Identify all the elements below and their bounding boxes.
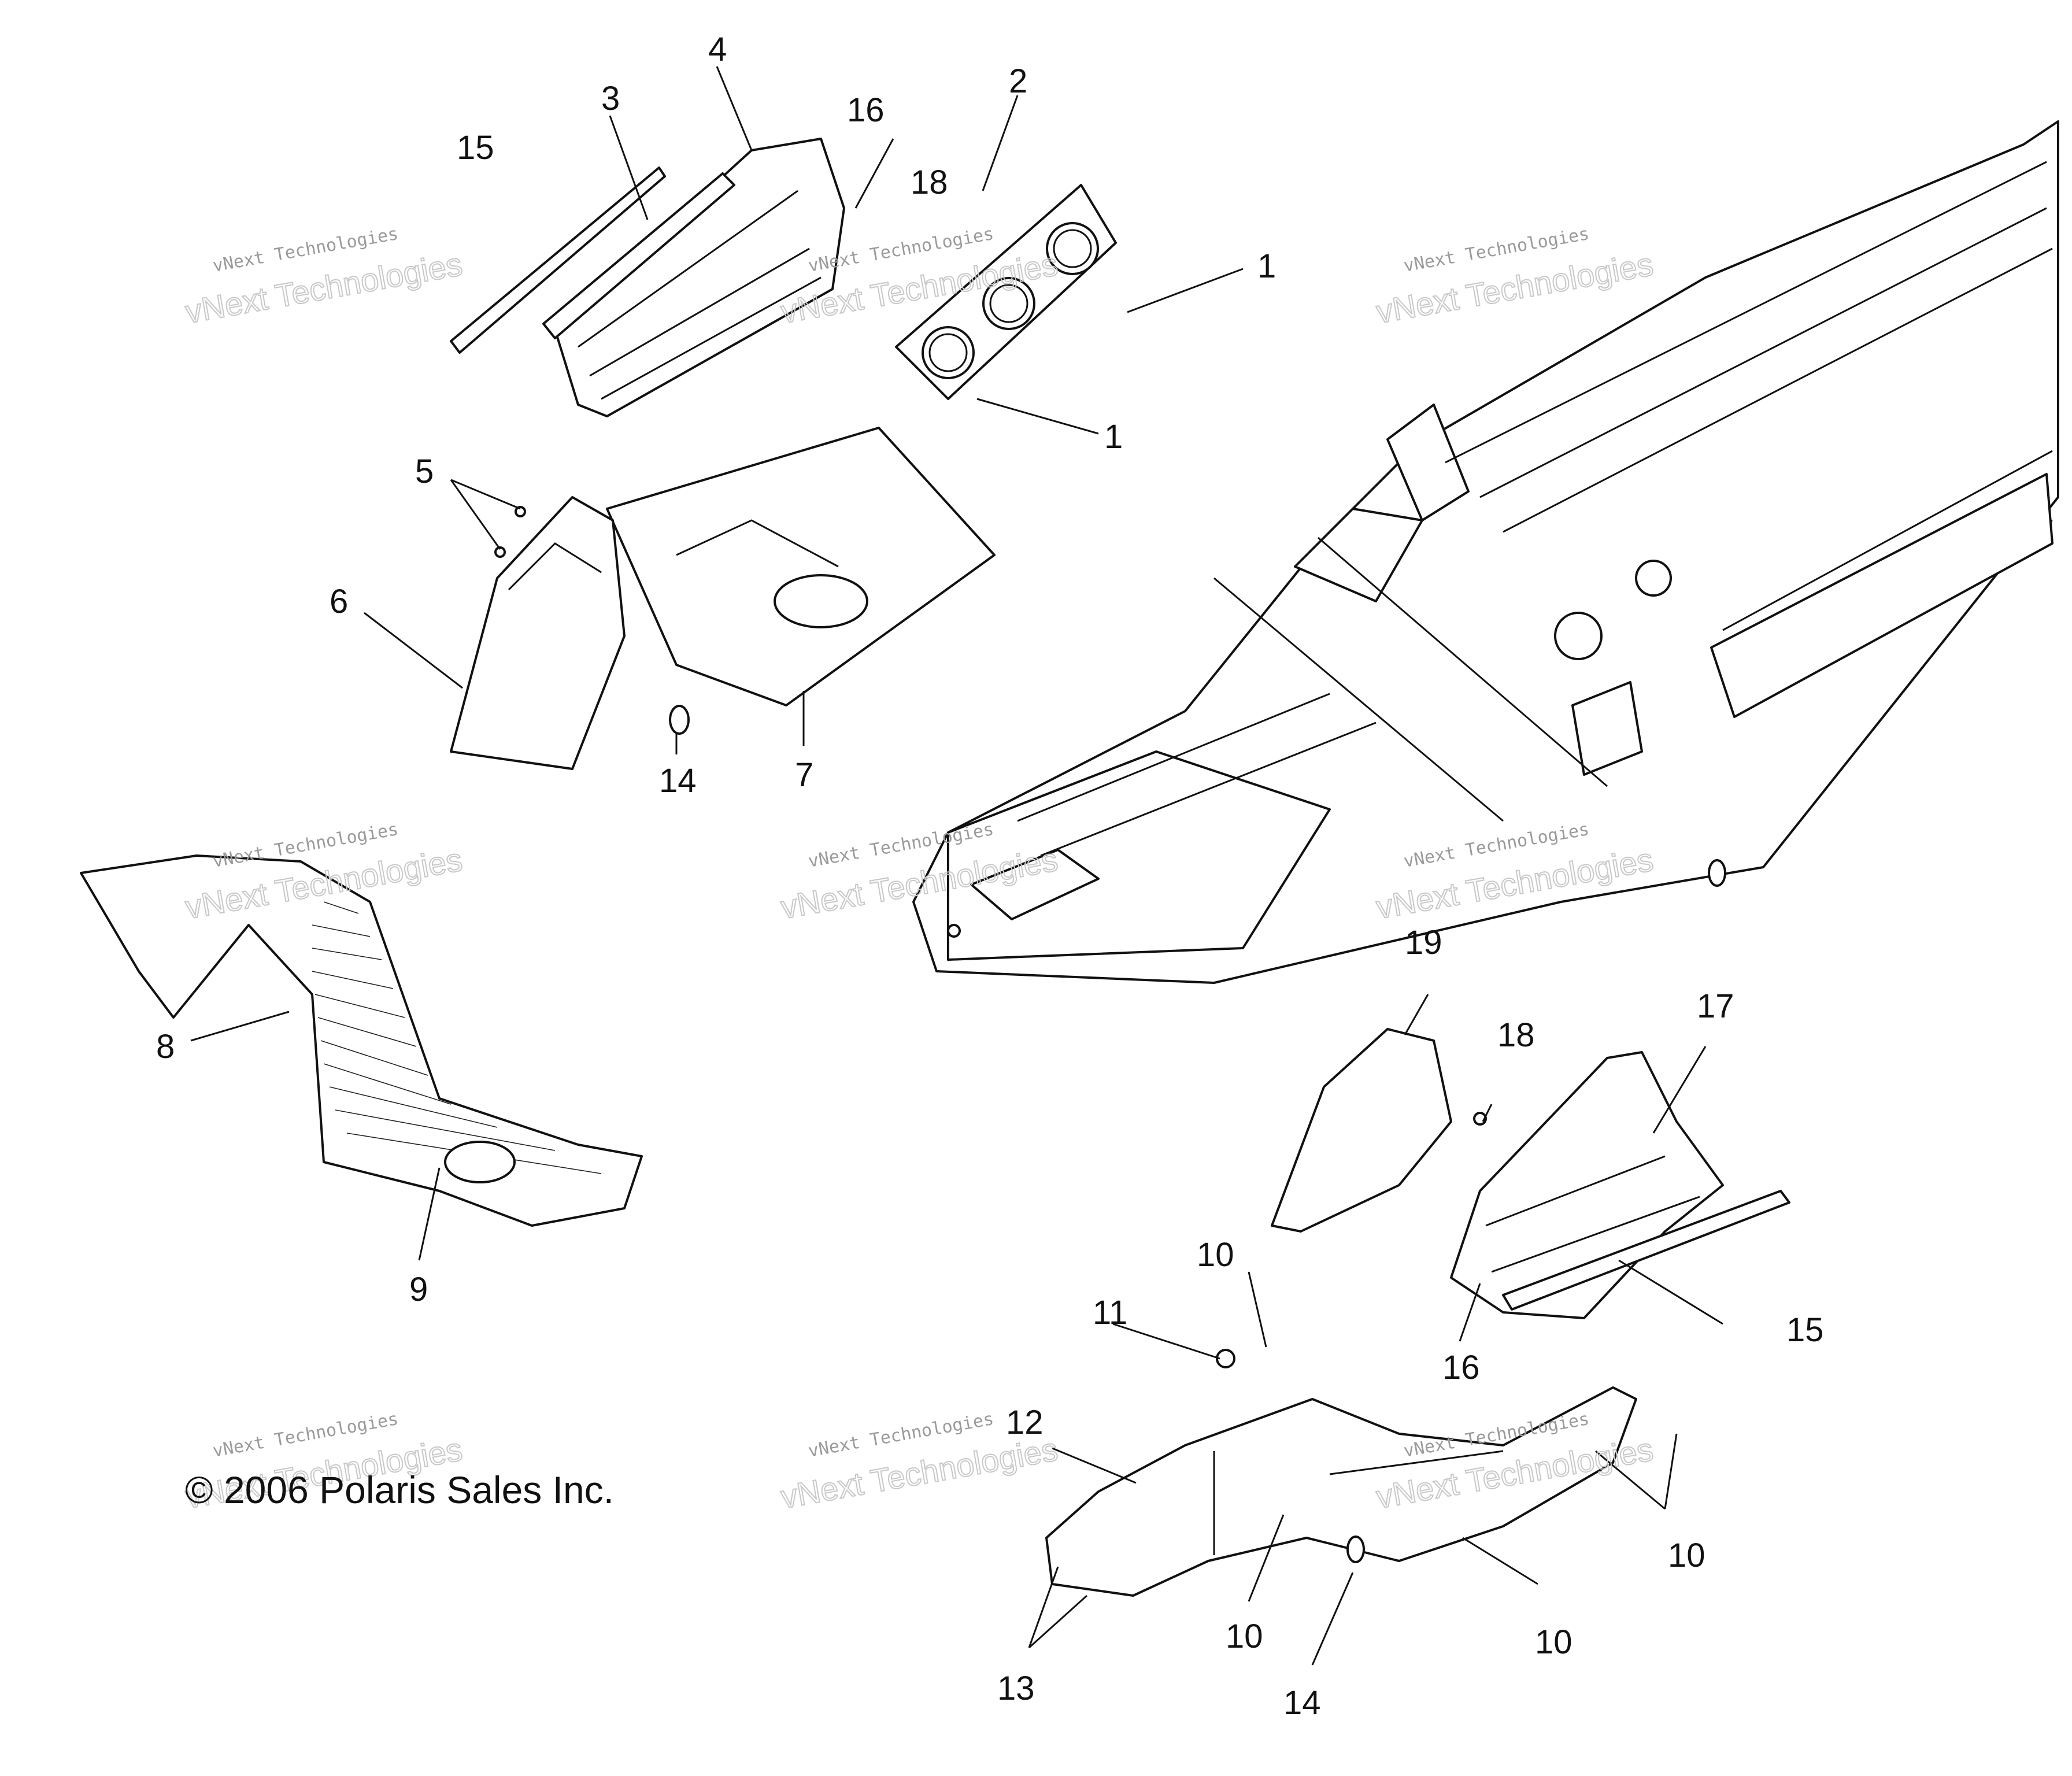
part-15-lower-trim <box>1502 1190 1790 1311</box>
callout-3: 3 <box>601 80 620 117</box>
part-7-console-panel <box>606 427 996 706</box>
callout-8: 8 <box>156 1028 175 1065</box>
callout-1a: 1 <box>1257 247 1276 285</box>
part-19-pad <box>1271 1028 1452 1233</box>
callout-12: 12 <box>1006 1404 1044 1441</box>
callout-17: 17 <box>1697 987 1734 1025</box>
callout-9: 9 <box>409 1271 428 1308</box>
callout-15a: 15 <box>457 129 494 166</box>
callout-18b: 18 <box>1497 1016 1535 1054</box>
callout-19: 19 <box>1405 924 1442 961</box>
copyright-notice: © 2006 Polaris Sales Inc. <box>185 1468 614 1511</box>
part-14-upper-grommet <box>669 705 690 735</box>
callout-4: 4 <box>708 31 727 68</box>
callout-14a: 14 <box>659 762 697 800</box>
part-14-lower-grommet <box>1346 1536 1365 1563</box>
leader-lines <box>190 66 1723 1666</box>
callout-10b: 10 <box>1226 1618 1263 1655</box>
part-3-strip <box>542 172 735 339</box>
callout-5: 5 <box>415 453 434 490</box>
callout-13: 13 <box>997 1670 1035 1707</box>
callout-1b: 1 <box>1104 418 1123 456</box>
part-4-dash-housing <box>554 138 845 417</box>
part-11-nut <box>1216 1349 1235 1368</box>
callout-10a: 10 <box>1197 1236 1234 1274</box>
part-12-lower-side-panel <box>1045 1386 1637 1597</box>
chassis-frame <box>912 120 2059 984</box>
part-17-rear-cover <box>1450 1051 1724 1319</box>
callout-10d: 10 <box>1668 1537 1705 1574</box>
part-2-gauge-plate <box>895 184 1117 400</box>
callout-10c: 10 <box>1535 1623 1572 1661</box>
part-6-side-cover <box>450 496 626 770</box>
callout-15b: 15 <box>1786 1311 1824 1349</box>
callout-16a: 16 <box>847 91 885 129</box>
callout-14b: 14 <box>1283 1684 1321 1722</box>
part-5-screws <box>494 506 526 558</box>
part-15-top-trim <box>450 166 666 354</box>
part-8-9-seat-liner <box>80 854 643 1227</box>
callout-16b: 16 <box>1442 1349 1480 1386</box>
callout-labels: 1 1 2 3 4 5 6 7 8 9 10 10 10 10 11 12 13… <box>156 31 1824 1722</box>
callout-7: 7 <box>795 756 813 794</box>
callout-2: 2 <box>1009 62 1027 100</box>
callout-11: 11 <box>1093 1294 1127 1331</box>
callout-18a: 18 <box>911 164 948 201</box>
callout-6: 6 <box>330 583 348 620</box>
